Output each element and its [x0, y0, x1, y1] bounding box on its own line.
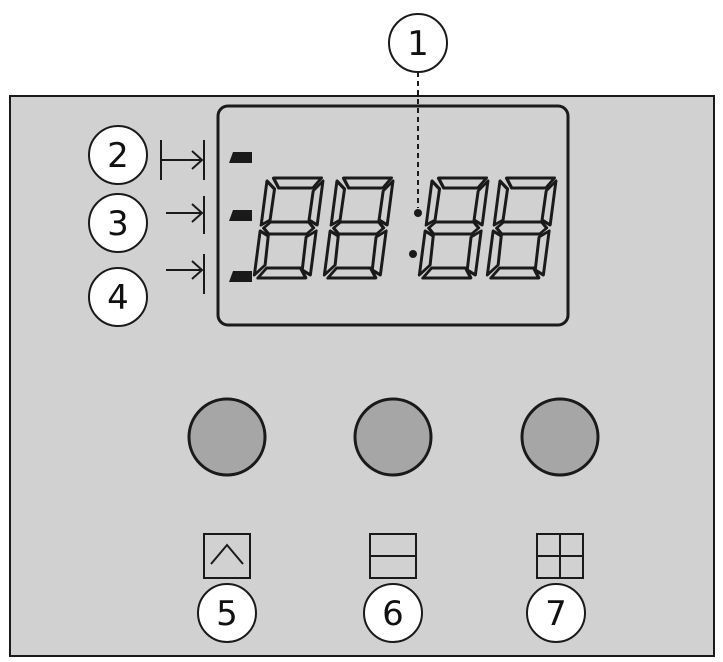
minus-button[interactable]	[353, 397, 433, 477]
colon-dot-lower	[409, 250, 417, 258]
callout-7-circle	[526, 583, 586, 643]
mode-button[interactable]	[187, 397, 267, 477]
plus-button[interactable]	[520, 397, 600, 477]
plus-icon	[536, 533, 584, 579]
callout-1-label: 1	[407, 24, 429, 64]
callout-3-circle	[88, 193, 148, 253]
arrow-bar-icon	[166, 254, 205, 294]
caret-up-icon	[203, 533, 251, 579]
digit-3	[417, 176, 490, 280]
duration-indicator	[229, 210, 252, 221]
colon-dot-upper	[414, 209, 422, 217]
arrow-bar-icon	[166, 196, 205, 234]
start-time-indicator	[229, 152, 252, 163]
callout-6-label: 6	[382, 594, 404, 634]
digit-4	[485, 176, 558, 280]
digit-2	[322, 176, 395, 280]
callout-2-circle	[88, 125, 148, 185]
callout-5-label: 5	[216, 594, 238, 634]
callout-1-circle	[388, 13, 448, 73]
callout-5-circle	[197, 583, 257, 643]
callout-2-label: 2	[107, 136, 129, 176]
seven-segment-digits	[252, 176, 558, 280]
minus-icon	[369, 533, 417, 579]
callout-4-circle	[88, 267, 148, 327]
callout-6-circle	[363, 583, 423, 643]
digit-1	[252, 176, 325, 280]
callout-7-label: 7	[545, 594, 567, 634]
callout-4-label: 4	[107, 278, 129, 318]
callout-3-label: 3	[107, 204, 129, 244]
end-time-indicator	[229, 271, 252, 282]
bar-arrow-bar-icon	[160, 140, 205, 180]
